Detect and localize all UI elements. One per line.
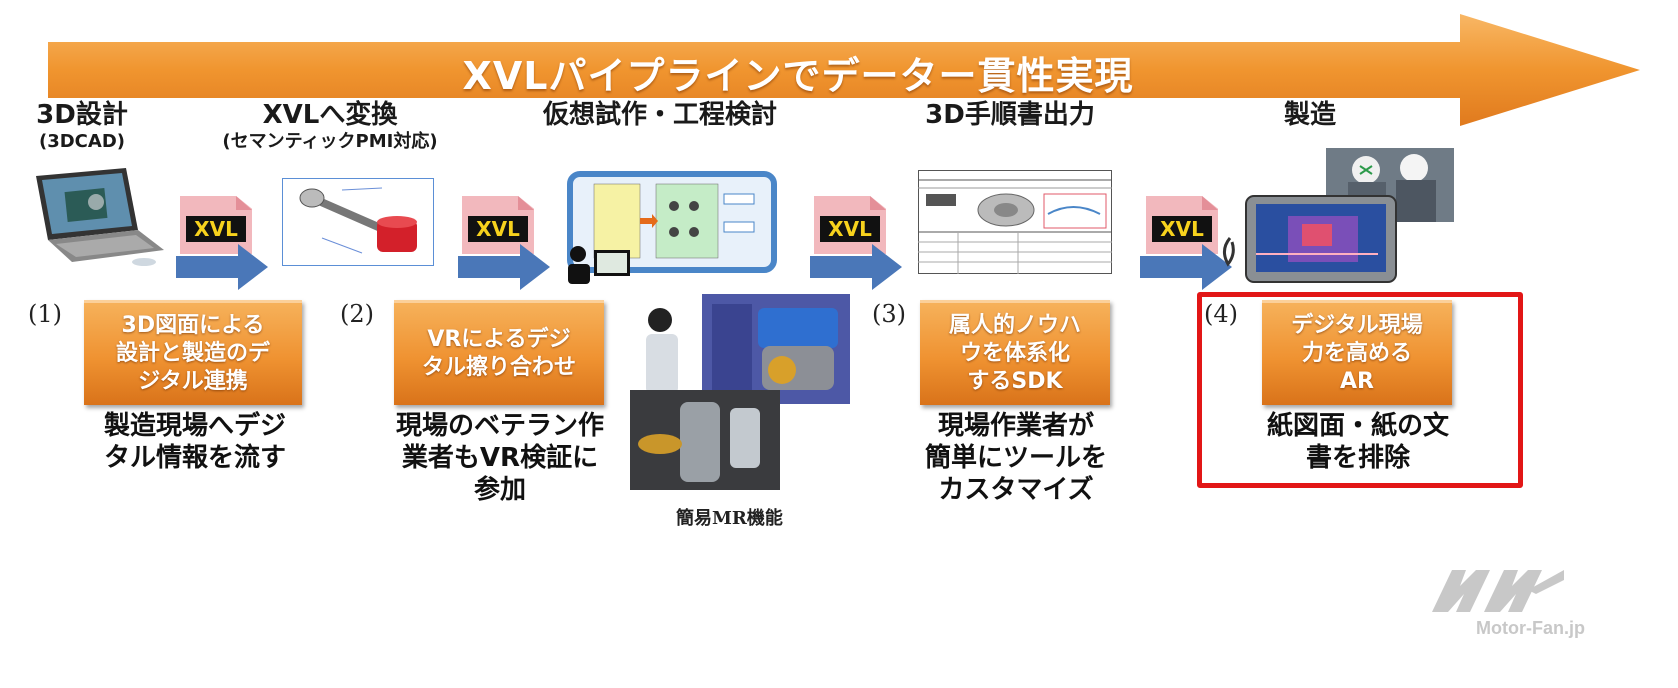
step-box-text: 属人的ノウハ ウを体系化 するSDK xyxy=(948,313,1081,394)
instruction-sheet-illustration xyxy=(918,170,1112,274)
step-box-3: 属人的ノウハ ウを体系化 するSDK xyxy=(920,300,1110,405)
stage-manufacturing: 製造 xyxy=(1250,100,1370,130)
piston-model-illustration xyxy=(282,178,434,266)
stage-subtitle: (3DCAD) xyxy=(38,131,125,152)
stage-title: 3D設計 xyxy=(36,100,128,130)
step-number: (2) xyxy=(340,300,374,328)
banner-title: XVLパイプラインでデーター貫性実現 xyxy=(462,53,1134,98)
step-box-text: 3D図面による 設計と製造のデ ジタル連携 xyxy=(115,313,270,394)
step-description: 現場作業者が 簡単にツールを カスタマイズ xyxy=(924,411,1107,505)
flow-arrow xyxy=(176,244,268,290)
laptop-cad-illustration xyxy=(36,168,164,266)
pipeline-banner-arrow xyxy=(48,14,1640,126)
mr-caption: 簡易MR機能 xyxy=(676,508,783,529)
step-description: 紙図面・紙の文 書を排除 xyxy=(1266,411,1449,473)
stage-title: 製造 xyxy=(1283,100,1336,130)
process-simulation-illustration xyxy=(567,171,777,284)
xvl-badge-label: XVL xyxy=(186,216,246,242)
xvl-badge-label: XVL xyxy=(468,216,528,242)
step-number: (3) xyxy=(872,300,906,328)
step-box-text: デジタル現場 力を高める AR xyxy=(1291,313,1423,394)
step-number: (4) xyxy=(1204,300,1238,328)
flow-arrow xyxy=(1140,244,1232,290)
highlight-frame xyxy=(1197,292,1523,488)
stage-title: 仮想試作・工程検討 xyxy=(542,100,777,130)
stage-title: 3D手順書出力 xyxy=(925,100,1095,130)
flow-arrow xyxy=(458,244,550,290)
step-description: 現場のベテラン作 業者もVR検証に 参加 xyxy=(395,411,604,505)
step-description: 製造現場へデジ タル情報を流す xyxy=(103,411,286,473)
motor-fan-logo xyxy=(1432,570,1564,612)
step-box-4: デジタル現場 力を高める AR xyxy=(1262,300,1452,405)
step-box-1: 3D図面による 設計と製造のデ ジタル連携 xyxy=(84,300,302,405)
mr-photo-illustration xyxy=(630,294,850,490)
stage-3d-instructions: 3D手順書出力 xyxy=(880,100,1140,130)
xvl-badge: XVL xyxy=(1146,196,1218,254)
watermark-text: Motor-Fan.jp xyxy=(1476,618,1585,638)
xvl-badge-label: XVL xyxy=(820,216,880,242)
step-box-2: VRによるデジ タル擦り合わせ xyxy=(394,300,604,405)
xvl-badge: XVL xyxy=(180,196,252,254)
stage-3d-design: 3D設計 (3DCAD) xyxy=(12,100,152,154)
stage-virtual-prototype: 仮想試作・工程検討 xyxy=(500,100,820,130)
step-box-text: VRによるデジ タル擦り合わせ xyxy=(421,327,576,380)
step-number: (1) xyxy=(28,300,62,328)
stage-title: XVLへ変換 xyxy=(262,100,398,130)
stage-subtitle: (セマンティックPMI対応) xyxy=(222,131,438,152)
xvl-badge-label: XVL xyxy=(1152,216,1212,242)
xvl-badge: XVL xyxy=(814,196,886,254)
xvl-badge: XVL xyxy=(462,196,534,254)
flow-arrow xyxy=(810,244,902,290)
ar-tablet-illustration xyxy=(1223,195,1397,283)
stage-xvl-convert: XVLへ変換 (セマンティックPMI対応) xyxy=(180,100,480,154)
